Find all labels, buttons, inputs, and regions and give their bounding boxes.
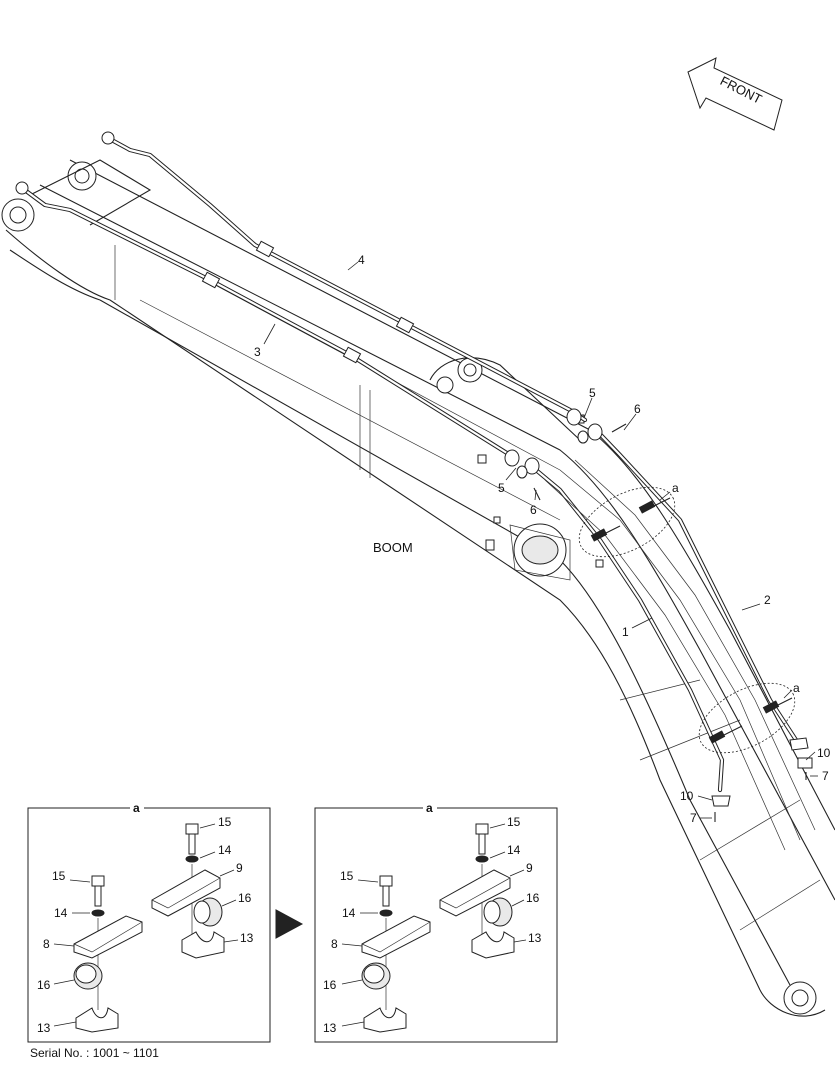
detail-left-label-14-upper: 14 — [218, 843, 232, 857]
detail-right-label-9: 9 — [526, 861, 533, 875]
callout-5-upper: 5 — [589, 386, 596, 400]
pipe-2 — [595, 429, 799, 743]
clamp-detail-a-upper — [578, 486, 676, 558]
callout-4: 4 — [358, 253, 365, 267]
clamp-cap-icon — [75, 1007, 119, 1033]
detail-left-label-13-upper: 13 — [240, 931, 254, 945]
callout-6-lower: 6 — [530, 503, 537, 517]
detail-right-title: a — [426, 801, 433, 815]
clamp-cap-icon — [363, 1007, 407, 1033]
callouts: 4 3 5 6 5 6 a 2 1 a 10 7 10 7 — [254, 253, 831, 825]
detail-right-label-15-upper: 15 — [507, 815, 521, 829]
detail-left-label-8: 8 — [43, 937, 50, 951]
clamp-bracket-icon — [151, 869, 221, 917]
detail-left-label-15-upper: 15 — [218, 815, 232, 829]
callout-7-left: 7 — [690, 811, 697, 825]
clamp-bracket-icon — [361, 915, 431, 959]
callout-10-right: 10 — [817, 746, 831, 760]
detail-right-label-16-upper: 16 — [526, 891, 540, 905]
detail-right-label-8: 8 — [331, 937, 338, 951]
detail-right-label-14-upper: 14 — [507, 843, 521, 857]
collar-icon — [483, 897, 513, 927]
callout-a-upper: a — [672, 481, 679, 495]
detail-right-label-14-lower: 14 — [342, 906, 356, 920]
detail-left-label-14-lower: 14 — [54, 906, 68, 920]
bolt-icon — [379, 875, 393, 907]
callout-6-upper: 6 — [634, 402, 641, 416]
bolt-icon — [475, 823, 489, 855]
clamp-cap-icon — [471, 931, 515, 959]
detail-right-label-16-lower: 16 — [323, 978, 337, 992]
detail-right-label-15-lower: 15 — [340, 869, 354, 883]
detail-left-label-16-lower: 16 — [37, 978, 51, 992]
detail-box-right: a 15 14 9 16 — [314, 801, 558, 1043]
callout-a-lower: a — [793, 681, 800, 695]
clamp-bracket-icon — [439, 869, 511, 917]
callout-7-right: 7 — [822, 769, 829, 783]
clamp-bracket-icon — [73, 915, 143, 959]
detail-right-label-13-lower: 13 — [323, 1021, 337, 1035]
serial-number-note: Serial No. : 1001 ~ 1101 — [30, 1046, 159, 1060]
clamp-detail-a-lower — [698, 682, 796, 754]
detail-left-title: a — [133, 801, 140, 815]
boom-label: BOOM — [373, 540, 413, 555]
detail-left-label-15-lower: 15 — [52, 869, 66, 883]
collar-icon — [73, 962, 103, 990]
bolt-icon — [91, 875, 105, 907]
collar-icon — [193, 897, 223, 927]
collar-icon — [361, 962, 391, 990]
callout-3: 3 — [254, 345, 261, 359]
boom-structure: BOOM — [1, 159, 835, 1017]
callout-10-left: 10 — [680, 789, 694, 803]
detail-box-left: a 15 14 9 — [27, 801, 271, 1043]
callout-5-lower: 5 — [498, 481, 505, 495]
detail-left-label-13-lower: 13 — [37, 1021, 51, 1035]
washer-icon — [91, 909, 105, 917]
pipe-3 — [15, 181, 513, 458]
detail-left-label-9: 9 — [236, 861, 243, 875]
callout-2: 2 — [764, 593, 771, 607]
detail-left-label-16-upper: 16 — [238, 891, 252, 905]
callout-1: 1 — [622, 625, 629, 639]
detail-right-label-13-upper: 13 — [528, 931, 542, 945]
right-triangle-arrow-icon — [275, 909, 304, 939]
washer-icon — [379, 909, 393, 917]
washer-icon — [185, 855, 199, 863]
fittings — [504, 408, 813, 822]
pipe-1 — [527, 462, 725, 793]
bolt-icon — [185, 823, 199, 855]
front-arrow-icon: FRONT — [687, 57, 783, 131]
clamp-cap-icon — [181, 931, 225, 959]
washer-icon — [475, 855, 489, 863]
